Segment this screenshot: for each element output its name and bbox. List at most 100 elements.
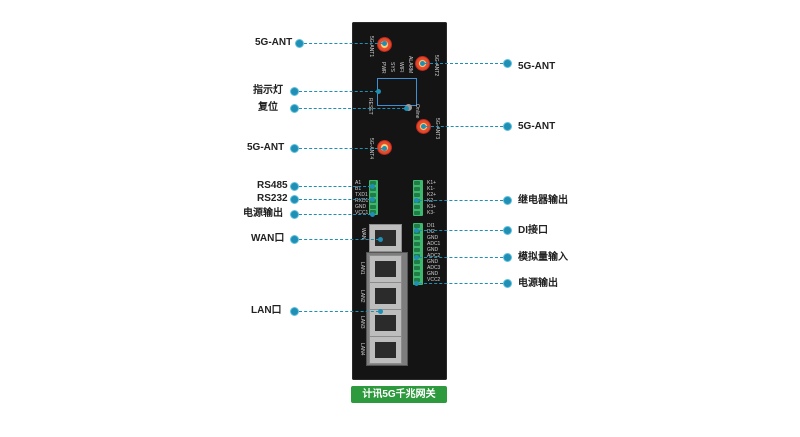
terminal-label-rxd1: RXD1	[355, 198, 369, 204]
callout-lan-leader	[299, 311, 379, 312]
relay-label-k3p: K3+	[427, 204, 437, 210]
callout-right-power-output-leader	[419, 283, 503, 284]
indicator-led-panel	[377, 78, 417, 106]
io-label-gnd3: GND	[427, 259, 439, 265]
callout-relay-leader	[419, 200, 503, 201]
io-label-vcc2: VCC2	[427, 277, 441, 283]
callout-right-5g-ant-top-point	[420, 61, 425, 66]
callout-left-power-output-point	[370, 212, 375, 217]
lan-port-2[interactable]	[369, 282, 402, 310]
callout-right-5g-ant-bottom: 5G-ANT	[518, 121, 556, 132]
callout-right-power-output-point	[414, 281, 419, 286]
wan-port[interactable]	[369, 224, 402, 252]
led-label-pwr: PWR	[380, 62, 386, 74]
callout-di-interface: DI接口	[518, 225, 548, 236]
callout-indicator-point	[376, 89, 381, 94]
io-label-adc2: ADC2	[427, 253, 441, 259]
product-caption: 计讯5G千兆网关	[351, 386, 447, 403]
relay-label-k1m: K1-	[427, 186, 435, 192]
terminal-label-txd1: TXD1	[355, 192, 368, 198]
terminal-label-a1: A1	[355, 180, 362, 186]
callout-left-5g-ant-top-marker	[295, 39, 304, 48]
callout-indicator: 指示灯	[253, 85, 283, 96]
antenna-2-label: 5G-ANT2	[433, 55, 439, 77]
callout-left-5g-ant-bottom-leader	[299, 148, 383, 149]
lan-label-4: LAN4	[359, 343, 365, 356]
terminal-label-vcc1: VCC1	[355, 210, 369, 216]
callout-di-point	[414, 228, 419, 233]
callout-indicator-marker	[290, 87, 299, 96]
callout-right-power-output-marker	[503, 279, 512, 288]
lan-port-3[interactable]	[369, 309, 402, 337]
callout-wan-leader	[299, 239, 379, 240]
lan-label-3: LAN3	[359, 316, 365, 329]
lan-port-4[interactable]	[369, 336, 402, 364]
callout-left-5g-ant-bottom: 5G-ANT	[247, 142, 285, 153]
io-label-adc1: ADC1	[427, 241, 441, 247]
callout-rs485-leader	[299, 186, 371, 187]
callout-relay-point	[414, 198, 419, 203]
callout-right-5g-ant-top-leader	[425, 63, 503, 64]
callout-reset: 复位	[258, 102, 278, 113]
callout-right-5g-ant-bottom-marker	[503, 122, 512, 131]
io-label-di1: DI1	[427, 223, 435, 229]
callout-left-power-output-leader	[299, 214, 371, 215]
callout-left-5g-ant-bottom-point	[382, 146, 387, 151]
callout-analog-input: 模拟量输入	[518, 252, 568, 263]
callout-analog-point	[414, 255, 419, 260]
callout-lan: LAN口	[251, 305, 282, 316]
callout-rs232-leader	[299, 199, 371, 200]
callout-reset-leader	[299, 108, 405, 109]
callout-relay-marker	[503, 196, 512, 205]
wan-label: WAN	[360, 228, 366, 240]
callout-wan-point	[378, 237, 383, 242]
reset-label: RESET	[367, 98, 373, 115]
callout-lan-marker	[290, 307, 299, 316]
callout-rs232-marker	[290, 195, 299, 204]
io-label-di2: DI2	[427, 229, 435, 235]
led-label-sys: SYS	[389, 62, 395, 73]
lan-label-2: LAN2	[359, 290, 365, 303]
io-label-gnd2: GND	[427, 247, 439, 253]
callout-left-5g-ant-top-point	[382, 41, 387, 46]
io-label-gnd4: GND	[427, 271, 439, 277]
callout-relay-output: 继电器输出	[518, 195, 568, 206]
callout-right-power-output: 电源输出	[518, 278, 558, 289]
relay-label-k3m: K3-	[427, 210, 435, 216]
callout-reset-marker	[290, 104, 299, 113]
callout-right-5g-ant-top-marker	[503, 59, 512, 68]
callout-rs232-point	[370, 197, 375, 202]
lan-port-1[interactable]	[369, 255, 402, 283]
callout-left-5g-ant-top: 5G-ANT	[255, 37, 293, 48]
online-label: Online	[414, 104, 420, 119]
callout-left-5g-ant-bottom-marker	[290, 144, 299, 153]
led-label-wifi: WIFI	[398, 62, 404, 73]
callout-right-5g-ant-bottom-point	[421, 124, 426, 129]
led-label-alarm: ALARM	[407, 56, 413, 74]
callout-right-5g-ant-top: 5G-ANT	[518, 61, 556, 72]
callout-wan-marker	[290, 235, 299, 244]
callout-reset-point	[404, 106, 409, 111]
callout-right-5g-ant-bottom-leader	[426, 126, 503, 127]
terminal-label-b1: B1	[355, 186, 362, 192]
antenna-3-label: 5G-ANT3	[434, 118, 440, 140]
callout-left-5g-ant-top-leader	[304, 43, 383, 44]
relay-label-k1p: K1+	[427, 180, 437, 186]
callout-di-leader	[419, 230, 503, 231]
callout-left-power-output: 电源输出	[243, 208, 283, 219]
callout-analog-leader	[419, 257, 503, 258]
callout-analog-marker	[503, 253, 512, 262]
lan-label-1: LAN1	[359, 262, 365, 275]
callout-left-power-output-marker	[290, 210, 299, 219]
relay-label-k2p: K2+	[427, 192, 437, 198]
io-label-adc3: ADC3	[427, 265, 441, 271]
callout-rs485-point	[370, 184, 375, 189]
antenna-1-label: 5G-ANT1	[368, 36, 374, 58]
callout-lan-point	[378, 309, 383, 314]
callout-rs485-marker	[290, 182, 299, 191]
callout-di-marker	[503, 226, 512, 235]
callout-rs232: RS232	[257, 193, 288, 204]
io-label-gnd1: GND	[427, 235, 439, 241]
terminal-label-gnd: GND	[355, 204, 367, 210]
callout-wan: WAN口	[251, 233, 285, 244]
